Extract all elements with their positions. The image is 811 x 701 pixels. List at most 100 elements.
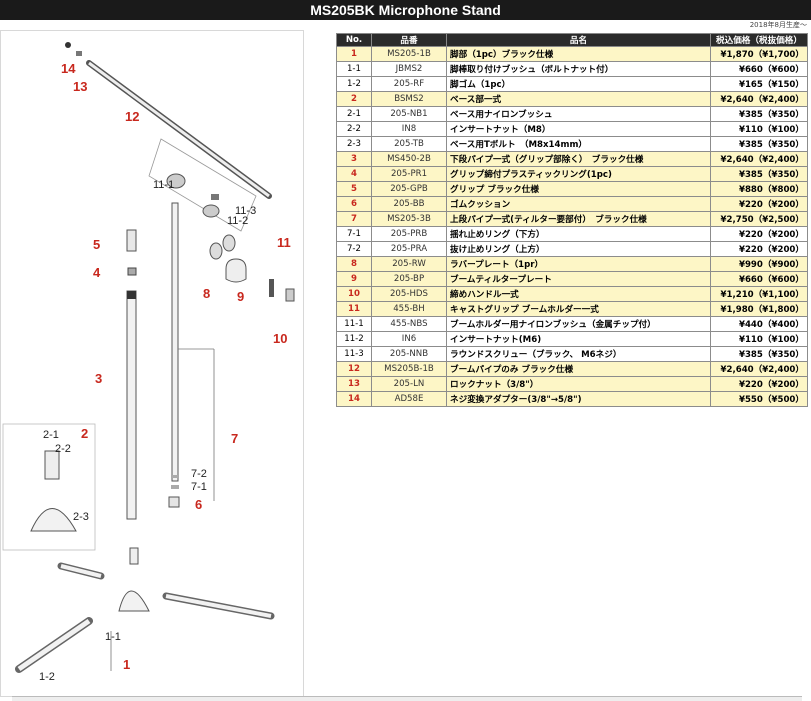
part-label-6: 6 — [195, 497, 203, 512]
table-header-row: No. 品番 品名 税込価格（税抜価格） — [336, 33, 808, 47]
production-date-note: 2018年8月生産～ — [749, 21, 807, 29]
cell-code: 205-NNB — [371, 346, 447, 362]
cell-no: 4 — [336, 166, 372, 182]
cell-price: ¥385（¥350） — [710, 166, 808, 182]
cell-name: ベース部一式 — [446, 91, 711, 107]
cell-name: インサートナット(M6) — [446, 331, 711, 347]
cell-code: MS450-2B — [371, 151, 447, 167]
parts-drawing — [2, 42, 295, 673]
cell-price: ¥220（¥200） — [710, 241, 808, 257]
part-label-13: 13 — [73, 79, 88, 94]
cell-name: 上段パイプ一式(ティルター要部付） ブラック仕様 — [446, 211, 711, 227]
cell-name: ラバープレート（1pr） — [446, 256, 711, 272]
cell-price: ¥2,750（¥2,500） — [710, 211, 808, 227]
part-label-14: 14 — [61, 61, 76, 76]
cell-no: 7-2 — [336, 241, 372, 257]
cell-name: 脚ゴム（1pc） — [446, 76, 711, 92]
cell-name: 脚部（1pc）ブラック仕様 — [446, 46, 711, 62]
part-label-9: 9 — [237, 289, 245, 304]
bottom-scroll-bar[interactable] — [12, 696, 802, 701]
cell-name: キャストグリップ ブームホルダー一式 — [446, 301, 711, 317]
cell-no: 11-1 — [336, 316, 372, 332]
cell-no: 13 — [336, 376, 372, 392]
cell-no: 11-3 — [336, 346, 372, 362]
cell-price: ¥165（¥150） — [710, 76, 808, 92]
cell-code: IN8 — [371, 121, 447, 137]
cell-price: ¥385（¥350） — [710, 346, 808, 362]
cell-price: ¥220（¥200） — [710, 376, 808, 392]
cell-price: ¥990（¥900） — [710, 256, 808, 272]
cell-code: 205-RW — [371, 256, 447, 272]
cell-name: ベース用Tボルト （M8x14mm） — [446, 136, 711, 152]
cell-price: ¥2,640（¥2,400） — [710, 91, 808, 107]
cell-price: ¥2,640（¥2,400） — [710, 151, 808, 167]
cell-price: ¥2,640（¥2,400） — [710, 361, 808, 377]
sub-label-2-2: 2-2 — [55, 443, 71, 455]
cell-code: AD58E — [371, 391, 447, 407]
cell-name: ブームパイプのみ ブラック仕様 — [446, 361, 711, 377]
sub-label-7-2: 7-2 — [191, 468, 207, 480]
cell-no: 11-2 — [336, 331, 372, 347]
cell-price: ¥110（¥100） — [710, 331, 808, 347]
cell-code: 455-BH — [371, 301, 447, 317]
cell-name: 抜け止めリング（上方） — [446, 241, 711, 257]
sub-label-11-2: 11-2 — [227, 215, 249, 227]
part-label-2: 2 — [81, 426, 89, 441]
header-code: 品番 — [371, 33, 447, 47]
header-name: 品名 — [446, 33, 711, 47]
cell-price: ¥550（¥500） — [710, 391, 808, 407]
cell-name: 締めハンドル一式 — [446, 286, 711, 302]
cell-name: ブームホルダー用ナイロンブッシュ（金属チップ付） — [446, 316, 711, 332]
cell-name: 脚棒取り付けブッシュ（ボルトナット付） — [446, 61, 711, 77]
cell-no: 1 — [336, 46, 372, 62]
cell-no: 2-1 — [336, 106, 372, 122]
cell-price: ¥660（¥600） — [710, 271, 808, 287]
cell-code: 205-RF — [371, 76, 447, 92]
cell-price: ¥1,870（¥1,700） — [710, 46, 808, 62]
part-label-1: 1 — [123, 657, 131, 672]
header-no: No. — [336, 33, 372, 47]
cell-price: ¥880（¥800） — [710, 181, 808, 197]
cell-price: ¥220（¥200） — [710, 196, 808, 212]
cell-no: 10 — [336, 286, 372, 302]
cell-code: 205-GPB — [371, 181, 447, 197]
cell-name: ネジ変換アダプター(3/8"→5/8") — [446, 391, 711, 407]
part-label-5: 5 — [93, 237, 101, 252]
cell-name: ブームティルタープレート — [446, 271, 711, 287]
part-label-4: 4 — [93, 265, 101, 280]
cell-no: 7 — [336, 211, 372, 227]
exploded-parts-diagram: 14 13 12 11 5 4 8 9 10 3 7 6 2 1 11-1 11… — [0, 30, 304, 697]
page-title: MS205BK Microphone Stand — [0, 0, 811, 20]
cell-code: 205-PRB — [371, 226, 447, 242]
header-price: 税込価格（税抜価格） — [710, 33, 808, 47]
part-label-7: 7 — [231, 431, 239, 446]
cell-code: 205-LN — [371, 376, 447, 392]
cell-name: グリップ ブラック仕様 — [446, 181, 711, 197]
cell-code: BSMS2 — [371, 91, 447, 107]
sub-label-2-3: 2-3 — [73, 511, 89, 523]
cell-code: 205-NB1 — [371, 106, 447, 122]
part-label-8: 8 — [203, 286, 211, 301]
cell-no: 2 — [336, 91, 372, 107]
cell-name: 下段パイプ一式（グリップ部除く） ブラック仕様 — [446, 151, 711, 167]
